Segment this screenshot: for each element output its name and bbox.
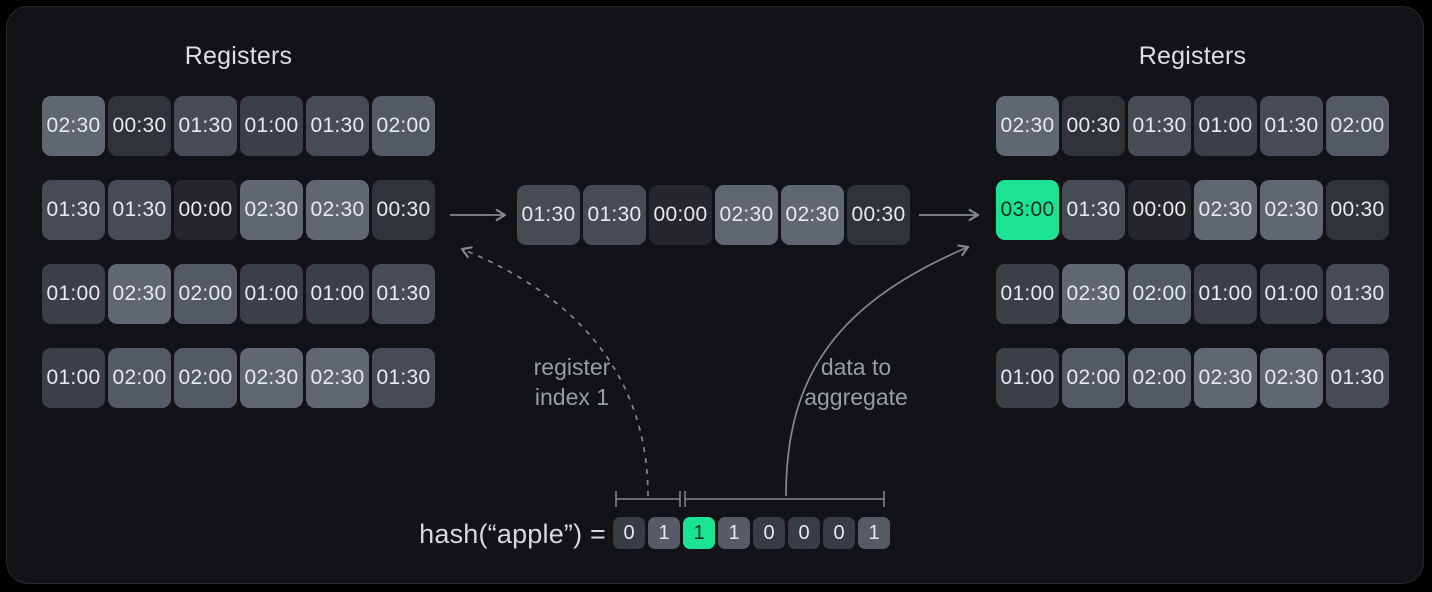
register-cell: 01:00: [42, 348, 105, 408]
register-cell: 02:00: [174, 264, 237, 324]
register-cell: 01:30: [306, 96, 369, 156]
register-cell: 00:30: [1326, 180, 1389, 240]
register-cell: 02:30: [240, 180, 303, 240]
register-cell: 01:30: [1128, 96, 1191, 156]
register-cell: 02:30: [1062, 264, 1125, 324]
hash-bit-highlighted: 1: [683, 517, 715, 549]
register-index-label-line2: index 1: [534, 384, 610, 410]
register-cell: 01:00: [996, 348, 1059, 408]
data-to-aggregate-label-line2: aggregate: [804, 384, 908, 410]
register-cell: 00:00: [1128, 180, 1191, 240]
register-index-label: register index 1: [482, 352, 662, 412]
register-cell: 00:30: [372, 180, 435, 240]
register-cell: 02:30: [306, 348, 369, 408]
register-cell: 02:00: [1128, 264, 1191, 324]
register-cell: 01:00: [240, 96, 303, 156]
register-cell: 02:30: [996, 96, 1059, 156]
register-cell: 02:30: [108, 264, 171, 324]
hash-bit: 1: [648, 517, 680, 549]
hash-bit: 0: [753, 517, 785, 549]
register-cell: 00:30: [108, 96, 171, 156]
register-cell: 02:00: [108, 348, 171, 408]
register-cell: 01:00: [1194, 264, 1257, 324]
register-cell: 02:30: [1260, 348, 1323, 408]
register-cell: 01:30: [42, 180, 105, 240]
register-cell: 02:00: [1062, 348, 1125, 408]
register-cell: 00:00: [174, 180, 237, 240]
register-cell: 02:30: [1194, 348, 1257, 408]
register-cell: 02:00: [174, 348, 237, 408]
hash-bit: 0: [823, 517, 855, 549]
right-registers-title: Registers: [1138, 42, 1247, 70]
hash-bit: 0: [613, 517, 645, 549]
register-cell: 01:30: [174, 96, 237, 156]
register-cell: 01:30: [1326, 348, 1389, 408]
register-cell: 01:00: [306, 264, 369, 324]
left-registers-title: Registers: [184, 42, 293, 70]
register-cell: 00:00: [649, 185, 712, 245]
hash-expression-label: hash(“apple”) =: [419, 519, 606, 549]
register-cell: 01:30: [372, 348, 435, 408]
register-cell: 02:30: [781, 185, 844, 245]
register-cell: 01:00: [42, 264, 105, 324]
register-cell: 02:30: [1194, 180, 1257, 240]
register-cell: 00:30: [1062, 96, 1125, 156]
data-to-aggregate-label-line1: data to: [820, 354, 892, 380]
hash-bit: 1: [718, 517, 750, 549]
register-cell: 00:30: [847, 185, 910, 245]
hash-bit: 1: [858, 517, 890, 549]
data-to-aggregate-label: data to aggregate: [766, 352, 946, 412]
hash-bit: 0: [788, 517, 820, 549]
register-cell: 02:30: [240, 348, 303, 408]
register-cell: 02:30: [306, 180, 369, 240]
register-cell: 01:30: [108, 180, 171, 240]
register-cell: 01:30: [372, 264, 435, 324]
register-cell: 01:00: [1260, 264, 1323, 324]
register-cell: 02:00: [1128, 348, 1191, 408]
register-cell: 01:30: [1260, 96, 1323, 156]
register-cell-updated: 03:00: [996, 180, 1059, 240]
register-cell: 01:30: [1326, 264, 1389, 324]
register-cell: 02:30: [42, 96, 105, 156]
register-cell: 02:30: [1260, 180, 1323, 240]
register-cell: 02:00: [372, 96, 435, 156]
register-cell: 01:30: [1062, 180, 1125, 240]
register-cell: 01:30: [517, 185, 580, 245]
register-cell: 01:00: [1194, 96, 1257, 156]
register-cell: 02:00: [1326, 96, 1389, 156]
register-cell: 02:30: [715, 185, 778, 245]
register-cell: 01:00: [996, 264, 1059, 324]
register-cell: 01:30: [583, 185, 646, 245]
register-index-label-line1: register: [533, 354, 611, 380]
register-cell: 01:00: [240, 264, 303, 324]
